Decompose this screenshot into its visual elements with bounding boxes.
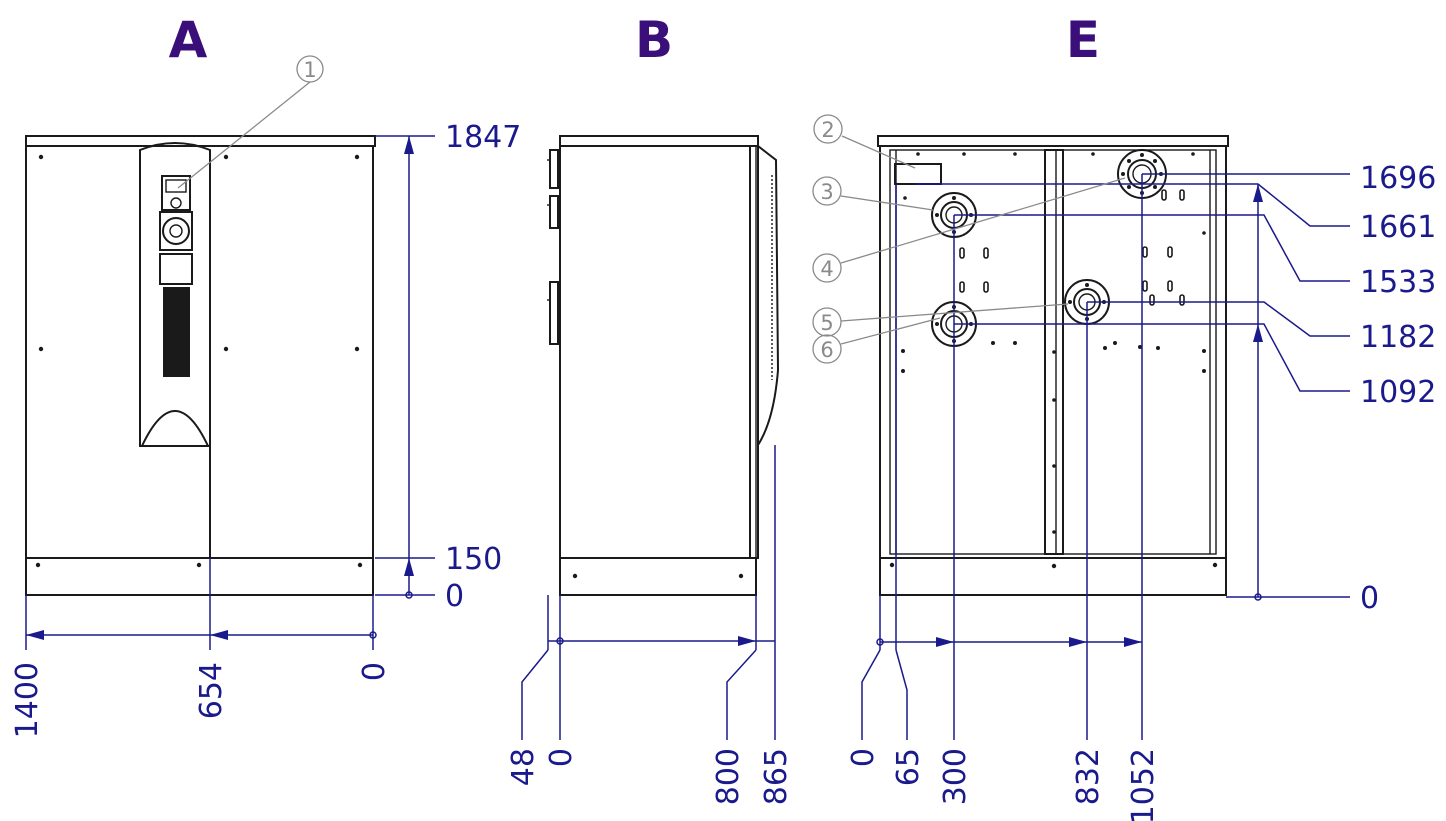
bolt [354,346,360,352]
bolt [38,154,44,160]
dim-b-800: 800 [711,748,746,805]
view-a-base [25,557,374,596]
view-a-dimensions [25,135,435,650]
callout-6: 6 [820,338,833,362]
dim-e-1092: 1092 [1360,375,1436,410]
view-b-side-drawing [547,135,780,596]
dim-a-150: 150 [445,542,502,577]
view-e-base [879,557,1227,596]
dim-e-0: 0 [1360,581,1379,616]
view-a-title: A [169,11,208,69]
view-a-front-drawing [25,135,376,596]
dim-a-654: 654 [194,662,229,719]
dim-e-width-0: 0 [846,748,881,767]
dim-b-0: 0 [544,748,579,767]
view-b-connection-upper [549,149,559,189]
dim-b-865: 865 [759,748,794,805]
view-b-cabinet-body [559,145,759,559]
view-a-switch-box [159,211,193,251]
view-e-nameplate [894,163,942,185]
view-a-arch [141,410,209,447]
view-a-display [161,175,191,211]
view-a-control-panel [139,142,211,447]
view-a-top-cap [25,135,376,147]
view-a-label-plate [159,253,193,285]
view-a-display-screen [165,179,187,193]
dim-a-0: 0 [445,579,464,614]
bolt [223,346,229,352]
view-e-title: E [1066,11,1100,69]
callout-4: 4 [820,257,833,281]
dim-e-65: 65 [891,748,926,786]
bolt [196,562,202,568]
view-b-connection-middle [549,195,559,229]
bolt [357,562,363,568]
view-b-connection-lower [549,281,559,345]
view-a-main-switch-knob [169,224,183,238]
bolt [223,154,229,160]
view-e-rear-drawing [877,135,1229,596]
dim-e-1052: 1052 [1126,748,1161,821]
view-e-dimensions [861,173,1350,740]
dim-e-300: 300 [938,748,973,805]
dim-e-1696: 1696 [1360,161,1436,196]
dim-a-width-0: 0 [357,662,392,681]
view-e-center-post [1044,149,1064,555]
dim-e-832: 832 [1071,748,1106,805]
view-a-brand-strip [163,287,190,377]
callout-3: 3 [820,180,833,204]
dim-e-1182: 1182 [1360,320,1436,355]
callout-5: 5 [820,311,833,335]
callout-1: 1 [303,58,316,82]
dim-a-1400: 1400 [10,662,45,738]
view-e-top-cap [877,135,1229,147]
bolt [35,562,41,568]
view-b-title: B [635,11,673,69]
view-a-display-button [170,197,182,209]
view-a-cabinet-body [25,145,374,559]
view-b-top-cap [559,135,759,147]
view-b-base [559,557,757,596]
callout-1-circle [296,55,324,83]
view-a-main-switch [162,217,190,245]
callout-2: 2 [821,118,834,142]
bolt [38,346,44,352]
dim-e-1533: 1533 [1360,265,1436,300]
dim-e-1661: 1661 [1360,210,1436,245]
dim-a-1847: 1847 [445,120,521,155]
view-e-callouts [812,114,1126,364]
view-b-dimensions [521,445,776,740]
view-b-front-panel [757,145,780,446]
bolt [354,154,360,160]
dim-b-48: 48 [506,748,541,786]
